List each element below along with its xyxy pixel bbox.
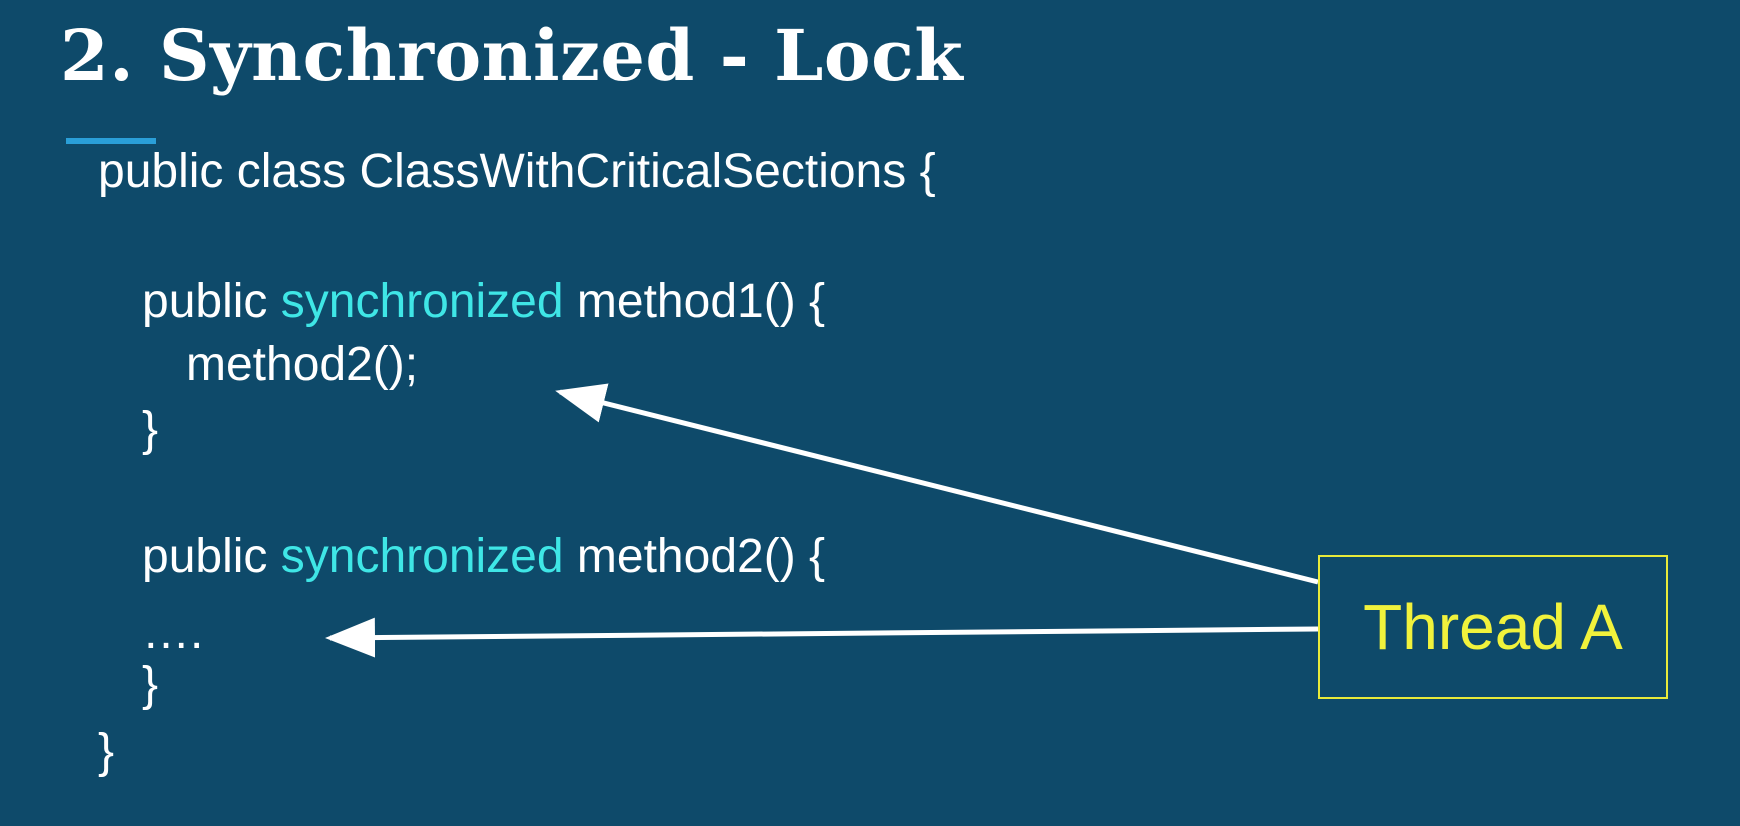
code-class-close: } [98, 725, 115, 778]
code-method2-close: } [142, 658, 159, 711]
code-method1-name: method1() { [563, 275, 826, 328]
code-method1-close: } [142, 403, 159, 456]
code-method2-name: method2() { [563, 530, 826, 583]
code-method1-signature: public synchronized method1() { [142, 272, 825, 332]
thread-a-label: Thread A [1363, 591, 1623, 663]
code-method1-body: method2(); [186, 338, 419, 391]
code-method2-signature: public synchronized method2() { [142, 527, 825, 587]
arrow-to-method2-body [325, 617, 1319, 658]
code-method2-body: …. [142, 606, 204, 659]
title-accent-bar [66, 138, 156, 144]
code-class-declaration: public class ClassWithCriticalSections { [98, 145, 936, 198]
code-keyword-public: public [142, 275, 281, 328]
thread-a-box: Thread A [1318, 555, 1668, 699]
slide-title: 2. Synchronized - Lock [60, 14, 964, 97]
code-keyword-public: public [142, 530, 281, 583]
code-keyword-synchronized: synchronized [280, 530, 564, 583]
code-keyword-synchronized: synchronized [280, 275, 564, 328]
